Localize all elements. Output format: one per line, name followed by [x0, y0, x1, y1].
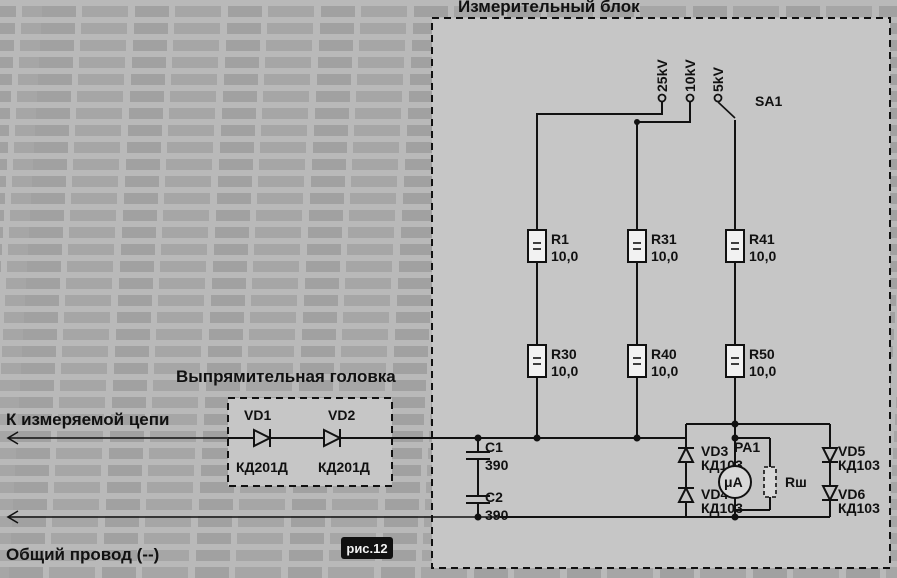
r41-value: 10,0 — [749, 248, 776, 264]
meter-pa1-label: PA1 — [734, 439, 760, 455]
diode-vd1 — [253, 428, 273, 448]
vd3-ref: VD3 — [701, 443, 728, 459]
shunt-resistor — [763, 466, 777, 498]
r50-ref: R50 — [749, 346, 775, 362]
diode-vd4 — [677, 485, 695, 503]
resistor-r1 — [527, 229, 547, 263]
to-circuit-label: К измеряемой цепи — [6, 410, 169, 429]
vd6-ref: VD6 — [838, 486, 865, 502]
range-10kv-label: 10kV — [682, 59, 698, 92]
vd6-type: КД103 — [838, 500, 880, 516]
r30-value: 10,0 — [551, 363, 578, 379]
vd2-ref: VD2 — [328, 407, 355, 423]
figure-number-badge: рис.12 — [341, 537, 393, 559]
diode-vd6 — [821, 485, 839, 503]
diode-vd3 — [677, 445, 695, 463]
r1-value: 10,0 — [551, 248, 578, 264]
shunt-label: Rш — [785, 474, 807, 490]
resistor-r41 — [725, 229, 745, 263]
diode-vd5 — [821, 447, 839, 465]
meter-symbol: μA — [724, 474, 743, 490]
vd2-type: КД201Д — [318, 459, 370, 475]
r40-ref: R40 — [651, 346, 677, 362]
meter-pa1 — [718, 465, 752, 499]
c2-ref: C2 — [485, 489, 503, 505]
measure-block-title: Измерительный блок — [458, 0, 640, 16]
diode-vd2 — [323, 428, 343, 448]
vd1-type: КД201Д — [236, 459, 288, 475]
r31-ref: R31 — [651, 231, 677, 247]
r41-ref: R41 — [749, 231, 775, 247]
range-25kv-label: 25kV — [654, 59, 670, 92]
vd5-ref: VD5 — [838, 443, 865, 459]
switch-sa1 — [657, 93, 736, 128]
c2-value: 390 — [485, 507, 509, 523]
resistor-r31 — [627, 229, 647, 263]
vd1-ref: VD1 — [244, 407, 271, 423]
rectifier-head-title: Выпрямительная головка — [176, 367, 396, 386]
input-wire-bottom — [6, 510, 500, 524]
background-text-line — [0, 567, 897, 578]
r50-value: 10,0 — [749, 363, 776, 379]
common-wire-label: Общий провод (--) — [6, 545, 159, 564]
range-5kv-label: 5kV — [710, 66, 726, 92]
resistor-r30 — [527, 344, 547, 378]
background-text-line — [0, 6, 897, 17]
input-wire-top — [6, 431, 230, 445]
c1-ref: C1 — [485, 439, 503, 455]
resistor-r50 — [725, 344, 745, 378]
r40-value: 10,0 — [651, 363, 678, 379]
c1-value: 390 — [485, 457, 509, 473]
vd4-type: КД103 — [701, 500, 743, 516]
r31-value: 10,0 — [651, 248, 678, 264]
r30-ref: R30 — [551, 346, 577, 362]
switch-sa1-label: SA1 — [755, 93, 782, 109]
vd5-type: КД103 — [838, 457, 880, 473]
resistor-r40 — [627, 344, 647, 378]
r1-ref: R1 — [551, 231, 569, 247]
